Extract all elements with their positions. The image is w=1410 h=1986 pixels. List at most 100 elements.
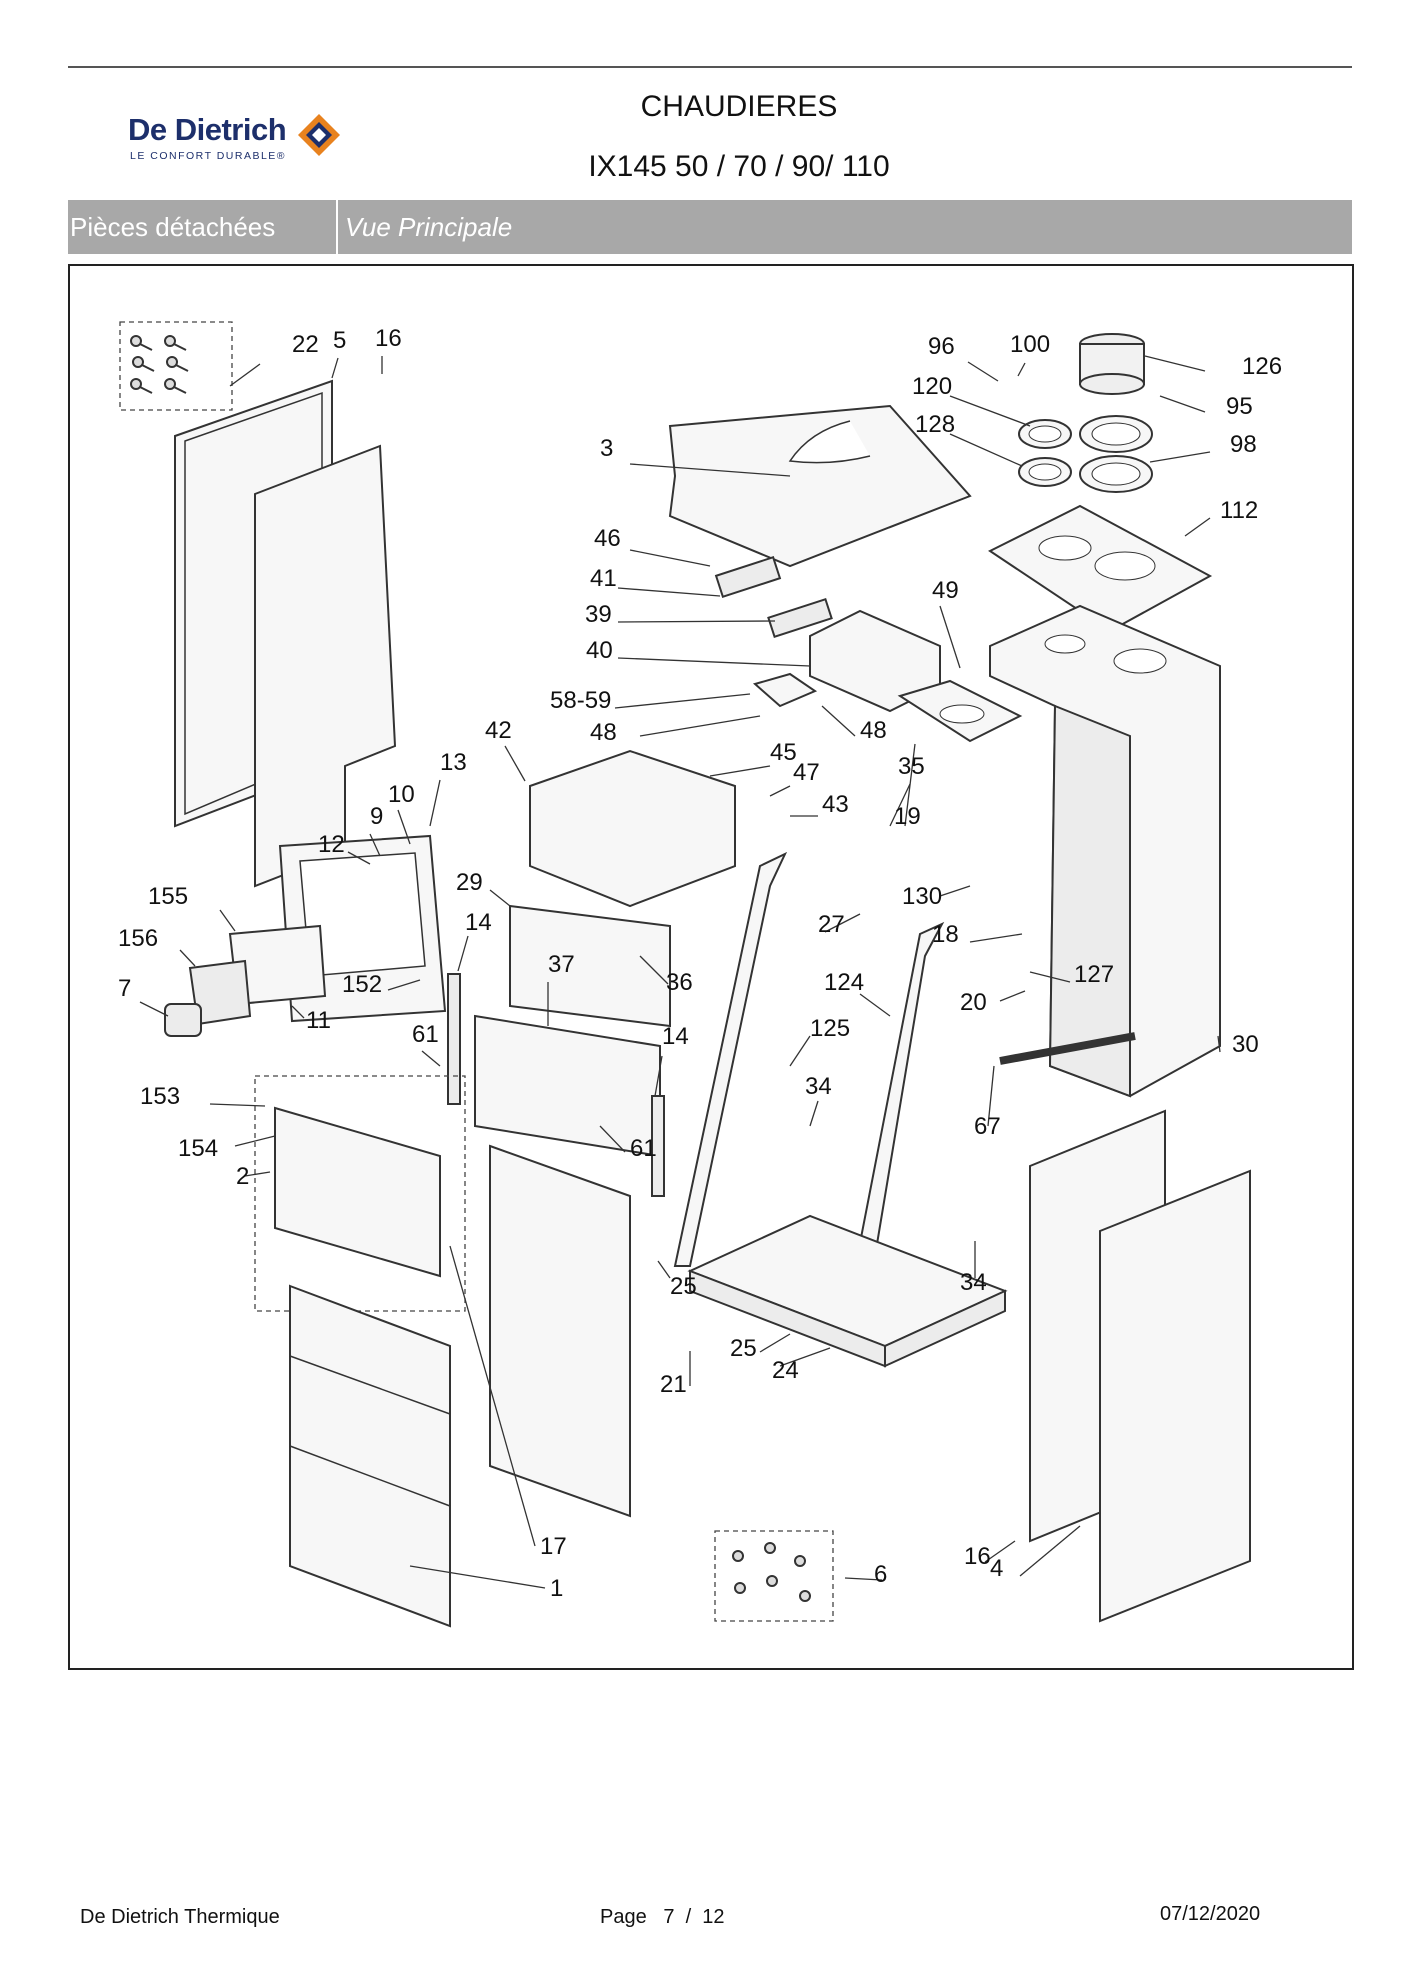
callout-leader bbox=[759, 1333, 791, 1353]
callout-label: 120 bbox=[912, 373, 952, 400]
callout-leader bbox=[599, 1125, 626, 1153]
callout-label: 3 bbox=[600, 435, 613, 462]
callout-label: 112 bbox=[1220, 497, 1258, 524]
callout-label: 45 bbox=[770, 739, 797, 766]
callout-label: 22 bbox=[292, 331, 319, 358]
callout-leader bbox=[967, 361, 999, 382]
flue-adapter bbox=[1079, 333, 1145, 395]
callout-label: 7 bbox=[118, 975, 131, 1002]
callout-leader bbox=[709, 765, 771, 777]
callout-label: 6 bbox=[874, 1561, 887, 1588]
callout-label: 48 bbox=[860, 717, 887, 744]
callout-leader bbox=[449, 1245, 536, 1547]
terminal-block-41 bbox=[714, 556, 782, 598]
callout-label: 30 bbox=[1232, 1031, 1259, 1058]
callout-leader bbox=[331, 357, 339, 379]
callout-leader bbox=[1149, 451, 1211, 463]
callout-label: 41 bbox=[590, 565, 617, 592]
callout-leader bbox=[629, 463, 791, 477]
callout-leader bbox=[234, 1135, 276, 1147]
callout-label: 4 bbox=[990, 1555, 1003, 1582]
callout-label: 154 bbox=[178, 1135, 218, 1162]
callout-label: 46 bbox=[594, 525, 621, 552]
callout-leader bbox=[429, 779, 441, 827]
callout-label: 19 bbox=[894, 803, 921, 830]
callout-leader bbox=[1144, 355, 1206, 372]
callout-leader bbox=[397, 809, 411, 845]
callout-label: 43 bbox=[822, 791, 849, 818]
callout-leader bbox=[821, 705, 856, 737]
top-cover bbox=[668, 404, 972, 568]
callout-leader bbox=[244, 1171, 271, 1177]
cover-plate-58-59 bbox=[752, 672, 818, 708]
callout-label: 16 bbox=[964, 1543, 991, 1570]
diamond-logo-icon bbox=[298, 114, 340, 156]
callout-label: 12 bbox=[318, 831, 345, 858]
callout-label: 21 bbox=[660, 1371, 687, 1398]
callout-leader bbox=[179, 949, 196, 967]
callout-leader bbox=[614, 693, 751, 709]
terminal-block-39 bbox=[767, 597, 833, 639]
callout-label: 100 bbox=[1010, 331, 1050, 358]
side-panel-17 bbox=[489, 1144, 631, 1518]
support-frame-42 bbox=[529, 749, 736, 908]
document-title: CHAUDIERES bbox=[640, 90, 838, 123]
brand-logo: De Dietrich LE CONFORT DURABLE® bbox=[128, 112, 348, 168]
callout-label: 27 bbox=[818, 911, 845, 938]
callout-leader bbox=[939, 885, 971, 897]
callout-label: 34 bbox=[960, 1269, 987, 1296]
callout-leader bbox=[1217, 1035, 1221, 1053]
band-separator bbox=[336, 200, 338, 254]
callout-label: 14 bbox=[662, 1023, 689, 1050]
callout-label: 125 bbox=[810, 1015, 850, 1042]
rail-14b bbox=[651, 1095, 665, 1197]
thermostat-7 bbox=[164, 1003, 202, 1037]
callout-label: 152 bbox=[342, 971, 382, 998]
callout-label: 61 bbox=[412, 1021, 439, 1048]
callout-leader bbox=[639, 715, 761, 737]
callout-leader bbox=[369, 833, 381, 857]
callout-label: 1 bbox=[550, 1575, 563, 1602]
callout-leader bbox=[229, 363, 261, 387]
callout-label: 20 bbox=[960, 989, 987, 1016]
callout-leader bbox=[987, 1065, 995, 1127]
callout-label: 16 bbox=[375, 325, 402, 352]
callout-label: 5 bbox=[333, 327, 346, 354]
callout-label: 95 bbox=[1226, 393, 1253, 420]
callout-leader bbox=[999, 990, 1026, 1002]
door-153-154 bbox=[274, 1106, 441, 1278]
callout-label: 153 bbox=[140, 1083, 180, 1110]
callout-leader bbox=[1017, 362, 1026, 377]
brand-tagline: LE CONFORT DURABLE® bbox=[130, 150, 287, 162]
callout-label: 10 bbox=[388, 781, 415, 808]
callout-leader bbox=[654, 1055, 663, 1097]
callout-label: 13 bbox=[440, 749, 467, 776]
callout-leader bbox=[387, 979, 421, 991]
right-panel-4 bbox=[1099, 1169, 1251, 1623]
callout-leader bbox=[1184, 517, 1211, 537]
callout-leader bbox=[139, 1001, 169, 1017]
callout-leader bbox=[409, 1565, 546, 1589]
door-group-outline bbox=[254, 1075, 466, 1312]
screw-bag-6 bbox=[714, 1530, 834, 1622]
callout-leader bbox=[969, 933, 1023, 943]
callout-label: 47 bbox=[793, 759, 820, 786]
callout-label: 34 bbox=[805, 1073, 832, 1100]
callout-label: 126 bbox=[1242, 353, 1282, 380]
side-panel-left bbox=[254, 444, 397, 888]
callout-label: 155 bbox=[148, 883, 188, 910]
callout-label: 9 bbox=[370, 803, 383, 830]
callout-label: 36 bbox=[666, 969, 693, 996]
callout-leader bbox=[617, 620, 776, 623]
callout-leader bbox=[457, 935, 469, 972]
callout-leader bbox=[1019, 1525, 1081, 1577]
callout-leader bbox=[421, 1050, 441, 1067]
callout-label: 61 bbox=[630, 1135, 657, 1162]
side-post-125 bbox=[673, 851, 788, 1267]
rail-14a bbox=[447, 973, 461, 1105]
callout-leader bbox=[889, 783, 911, 827]
callout-leader bbox=[789, 1035, 811, 1067]
callout-leader bbox=[779, 1347, 831, 1367]
callout-leader bbox=[844, 1577, 883, 1581]
